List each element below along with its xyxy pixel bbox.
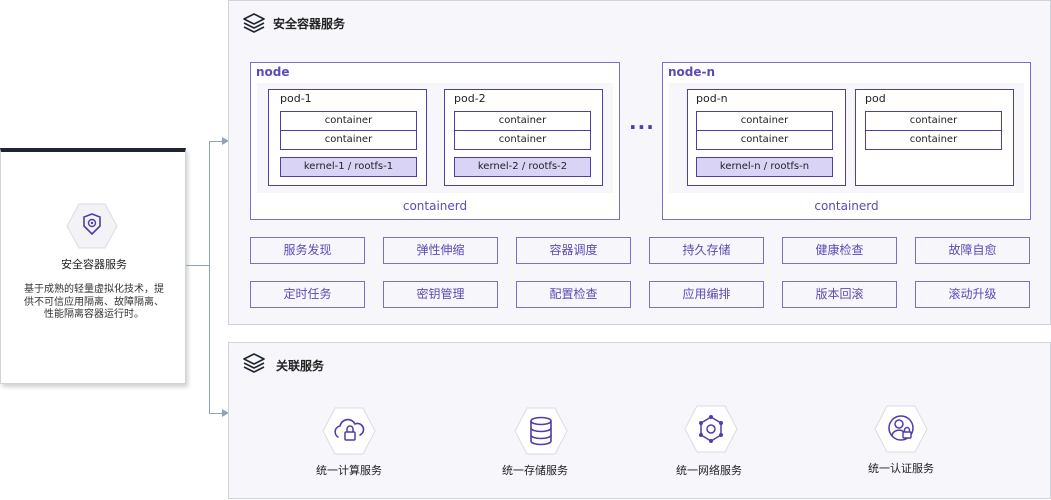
- pod-label: pod-n: [696, 92, 728, 105]
- containerd-label: containerd: [814, 199, 879, 213]
- service-box: 健康检查: [782, 237, 897, 264]
- connector-vertical: [209, 141, 210, 414]
- service-box: 滚动升级: [915, 281, 1030, 308]
- kernel-rootfs-box: kernel-1 / rootfs-1: [280, 157, 417, 177]
- service-box: 服务发现: [250, 237, 365, 264]
- connector-horizontal: [186, 265, 210, 266]
- arrow-to-top-panel: [222, 137, 229, 145]
- intro-card: 安全容器服务 基于成熟的轻量虚拟化技术，提供不可信应用隔离、故障隔离、性能隔离容…: [0, 148, 186, 384]
- node-box: node-n pod-n container container kernel-…: [662, 62, 1031, 220]
- network-icon: [684, 405, 738, 453]
- container-box: container: [696, 130, 833, 150]
- related-service-label: 统一计算服务: [316, 464, 382, 477]
- panel-title: 安全容器服务: [273, 17, 346, 31]
- related-service-label: 统一网络服务: [676, 464, 742, 477]
- service-box: 容器调度: [516, 237, 631, 264]
- containerd-label: containerd: [402, 199, 468, 213]
- node-label: node: [256, 65, 290, 79]
- pod-label: pod-2: [454, 92, 486, 105]
- container-box: container: [454, 111, 591, 131]
- connector-bottom-branch: [209, 413, 223, 414]
- related-service-label: 统一存储服务: [502, 464, 568, 477]
- service-box: 版本回滚: [782, 281, 897, 308]
- service-box: 故障自愈: [915, 237, 1030, 264]
- pod-label: pod-1: [280, 92, 312, 105]
- connector-top-branch: [209, 141, 223, 142]
- container-box: container: [865, 130, 1002, 150]
- service-box: 持久存储: [649, 237, 764, 264]
- security-shield-icon: [66, 203, 118, 249]
- intro-title: 安全容器服务: [61, 258, 127, 271]
- service-box: 配置检查: [516, 281, 631, 308]
- pod-label: pod: [865, 92, 886, 105]
- service-box: 密钥管理: [383, 281, 498, 308]
- node-label: node-n: [668, 65, 716, 79]
- related-services-panel: 关联服务 统一计算服务 统一存储服务 统一网络服务 统一认证服务: [228, 342, 1051, 499]
- pod-box: pod container container: [855, 89, 1014, 186]
- user-lock-icon: [874, 405, 928, 453]
- kernel-rootfs-box: kernel-2 / rootfs-2: [454, 157, 591, 177]
- secure-container-panel: 安全容器服务 node pod-1 container container ke…: [228, 0, 1051, 325]
- database-icon: [514, 407, 568, 455]
- kernel-rootfs-box: kernel-n / rootfs-n: [696, 157, 833, 177]
- related-service-label: 统一认证服务: [868, 462, 934, 475]
- more-nodes-ellipsis: ···: [629, 115, 655, 139]
- service-box: 定时任务: [250, 281, 365, 308]
- node-box: node pod-1 container container kernel-1 …: [250, 62, 620, 220]
- service-box: 应用编排: [649, 281, 764, 308]
- pod-box: pod-2 container container kernel-2 / roo…: [444, 89, 603, 186]
- pod-box: pod-n container container kernel-n / roo…: [687, 89, 846, 186]
- layers-icon: [243, 353, 265, 373]
- pod-box: pod-1 container container kernel-1 / roo…: [268, 89, 427, 186]
- container-box: container: [454, 130, 591, 150]
- container-box: container: [865, 111, 1002, 131]
- intro-description: 基于成熟的轻量虚拟化技术，提供不可信应用隔离、故障隔离、性能隔离容器运行时。: [24, 284, 164, 320]
- layers-icon: [243, 13, 265, 33]
- container-box: container: [280, 111, 417, 131]
- container-box: container: [280, 130, 417, 150]
- container-box: container: [696, 111, 833, 131]
- service-box: 弹性伸缩: [383, 237, 498, 264]
- cloud-lock-icon: [322, 407, 376, 455]
- arrow-to-bottom-panel: [222, 409, 229, 417]
- panel-title: 关联服务: [276, 359, 325, 373]
